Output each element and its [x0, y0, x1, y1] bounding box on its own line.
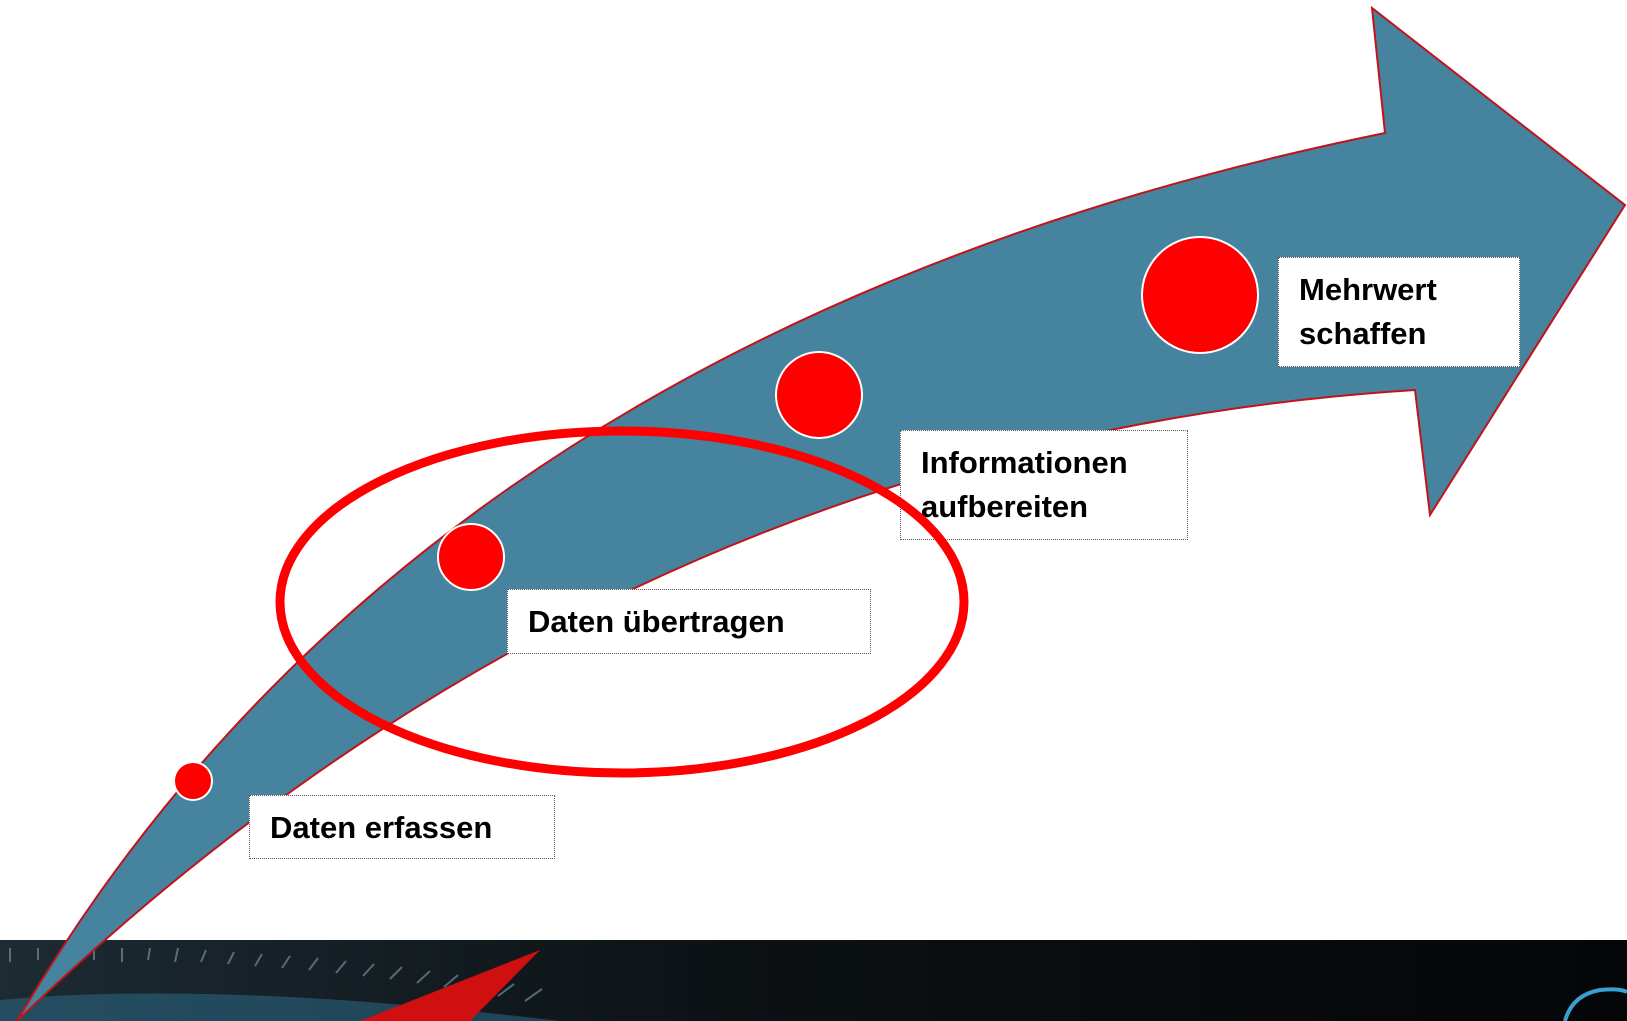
step-4-line-1: Mehrwert: [1299, 272, 1437, 307]
step-4-dot: [1141, 236, 1259, 354]
speedometer-decoration-icon: [0, 947, 1627, 1021]
step-4-label: Mehrwert schaffen: [1278, 257, 1520, 367]
step-2-dot: [437, 523, 505, 591]
step-2-line-1: Daten übertragen: [528, 604, 785, 639]
step-4-line-2: schaffen: [1299, 316, 1427, 351]
curved-process-arrow: [16, 5, 1627, 1021]
step-3-line-2: aufbereiten: [921, 489, 1089, 524]
step-3-dot: [775, 351, 863, 439]
step-3-label: Informationen aufbereiten: [900, 430, 1188, 540]
step-1-line-1: Daten erfassen: [270, 810, 493, 845]
step-1-dot: [173, 761, 213, 801]
step-3-line-1: Informationen: [921, 445, 1128, 480]
step-1-label: Daten erfassen: [249, 795, 555, 859]
decorative-footer-strip: [0, 940, 1627, 1021]
step-2-label: Daten übertragen: [507, 589, 871, 654]
